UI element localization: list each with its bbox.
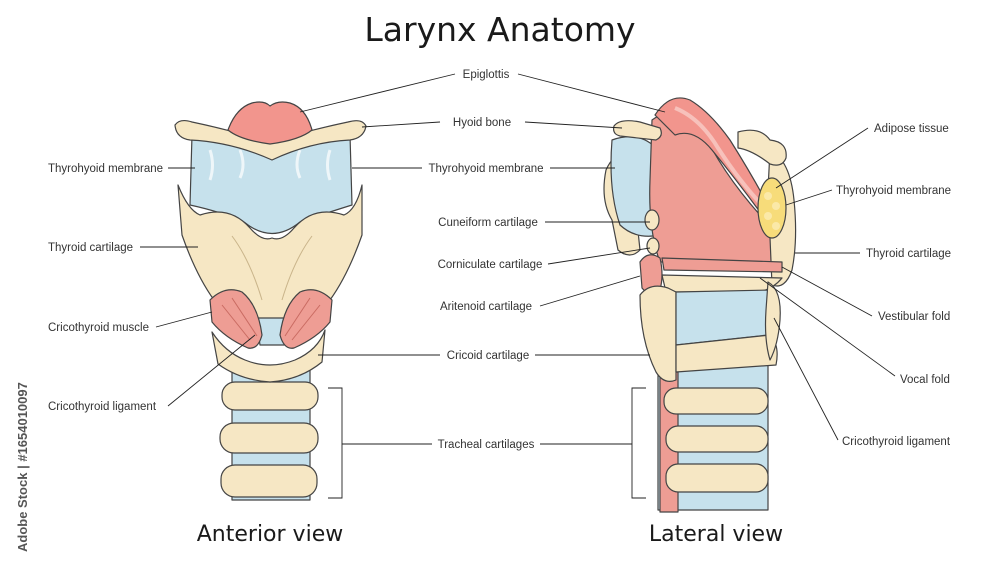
lateral-vocal-fold (661, 274, 783, 293)
anterior-cricothyroid-muscle-left (209, 289, 263, 349)
label-thyroid-cartilage-left: Thyroid cartilage (48, 242, 133, 254)
lateral-vestibular-fold (661, 257, 783, 273)
label-thyrohyoid-membrane-right: Thyrohyoid membrane (836, 185, 951, 197)
lateral-view-illustration (603, 97, 797, 513)
label-cricothyroid-muscle: Cricothyroid muscle (48, 322, 149, 334)
anterior-view-illustration (174, 101, 367, 501)
stock-id-watermark: Adobe Stock | #1654010097 (15, 382, 30, 552)
label-cricoid-cartilage: Cricoid cartilage (447, 350, 529, 362)
diagram-title: Larynx Anatomy (364, 10, 635, 49)
label-tracheal-cartilages: Tracheal cartilages (438, 439, 535, 451)
lateral-hyoid-bone (613, 120, 662, 141)
anterior-cricoid-cartilage (211, 329, 326, 383)
label-cuneiform-cartilage: Cuneiform cartilage (438, 217, 538, 229)
label-thyrohyoid-membrane-left: Thyrohyoid membrane (48, 163, 163, 175)
label-thyroid-cartilage-right: Thyroid cartilage (866, 248, 951, 260)
label-cricothyroid-ligament-left: Cricothyroid ligament (48, 401, 157, 413)
label-vestibular-fold: Vestibular fold (878, 311, 950, 323)
label-aritenoid-cartilage: Aritenoid cartilage (440, 301, 532, 313)
label-corniculate-cartilage: Corniculate cartilage (438, 259, 543, 271)
anterior-epiglottis (227, 101, 313, 145)
label-hyoid-bone: Hyoid bone (453, 117, 511, 129)
label-epiglottis: Epiglottis (463, 69, 510, 81)
lateral-cricothyroid-ligament (764, 281, 781, 361)
label-thyrohyoid-membrane-center: Thyrohyoid membrane (428, 163, 543, 175)
lateral-view-title: Lateral view (649, 522, 783, 547)
anterior-hyoid-bone (174, 119, 367, 161)
label-cricothyroid-ligament-right: Cricothyroid ligament (842, 436, 951, 448)
leader-lines (140, 73, 896, 499)
anterior-trachea (219, 369, 319, 501)
label-adipose-tissue: Adipose tissue (874, 123, 949, 135)
label-vocal-fold: Vocal fold (900, 374, 950, 386)
lateral-cuneiform-cartilage (644, 209, 660, 231)
anterior-cricothyroid-muscle-right (279, 289, 333, 349)
lateral-trachea (657, 364, 769, 513)
lateral-corniculate-cartilage (646, 237, 660, 255)
lateral-cricoid-cartilage (639, 285, 677, 382)
labels: Thyrohyoid membrane Thyroid cartilage Cr… (48, 69, 951, 451)
lateral-adipose-tissue (757, 177, 787, 239)
anterior-view-title: Anterior view (197, 522, 343, 547)
